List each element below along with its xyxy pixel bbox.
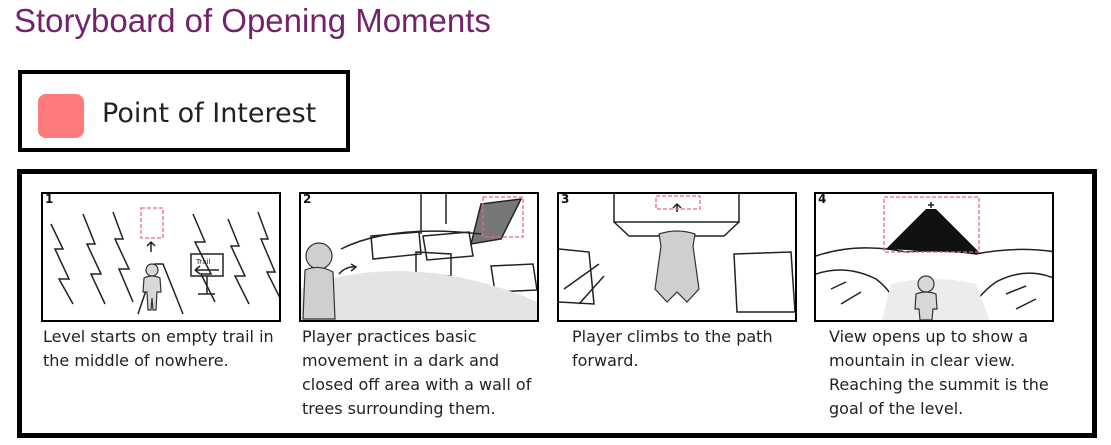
page-title: Storyboard of Opening Moments [14, 2, 491, 39]
panel-4-caption: View opens up to show a mountain in clea… [829, 327, 1049, 418]
panel-number: 4 [818, 192, 827, 206]
panel-2-caption: Player practices basic movement in a dar… [302, 327, 532, 418]
legend-label: Point of Interest [102, 98, 317, 129]
panel-number: 1 [45, 192, 54, 206]
storyboard-panel-4: 4 [814, 192, 1054, 322]
panel-1-caption: Level starts on empty trail in the middl… [43, 327, 274, 370]
point-of-interest-marker [140, 207, 164, 239]
point-of-interest-marker [482, 196, 524, 238]
panel-number: 2 [303, 192, 312, 206]
point-of-interest-marker [655, 195, 701, 210]
point-of-interest-swatch [38, 94, 84, 138]
panel-3-caption: Player climbs to the path forward. [572, 327, 773, 370]
panel-3-sketch [559, 194, 795, 313]
panel-4-sketch [816, 196, 1052, 320]
storyboard-panel-2: 2 [299, 192, 539, 322]
point-of-interest-marker [883, 196, 980, 253]
panel-2-sketch [301, 194, 537, 320]
storyboard: Trail 1 [17, 169, 1097, 438]
storyboard-panel-3: 3 [557, 192, 797, 322]
storyboard-panel-1: Trail 1 [41, 192, 281, 322]
trail-sign-text: Trail [195, 258, 210, 266]
panel-number: 3 [561, 192, 570, 206]
legend: Point of Interest [18, 70, 350, 152]
panel-1-sketch: Trail [50, 207, 279, 315]
